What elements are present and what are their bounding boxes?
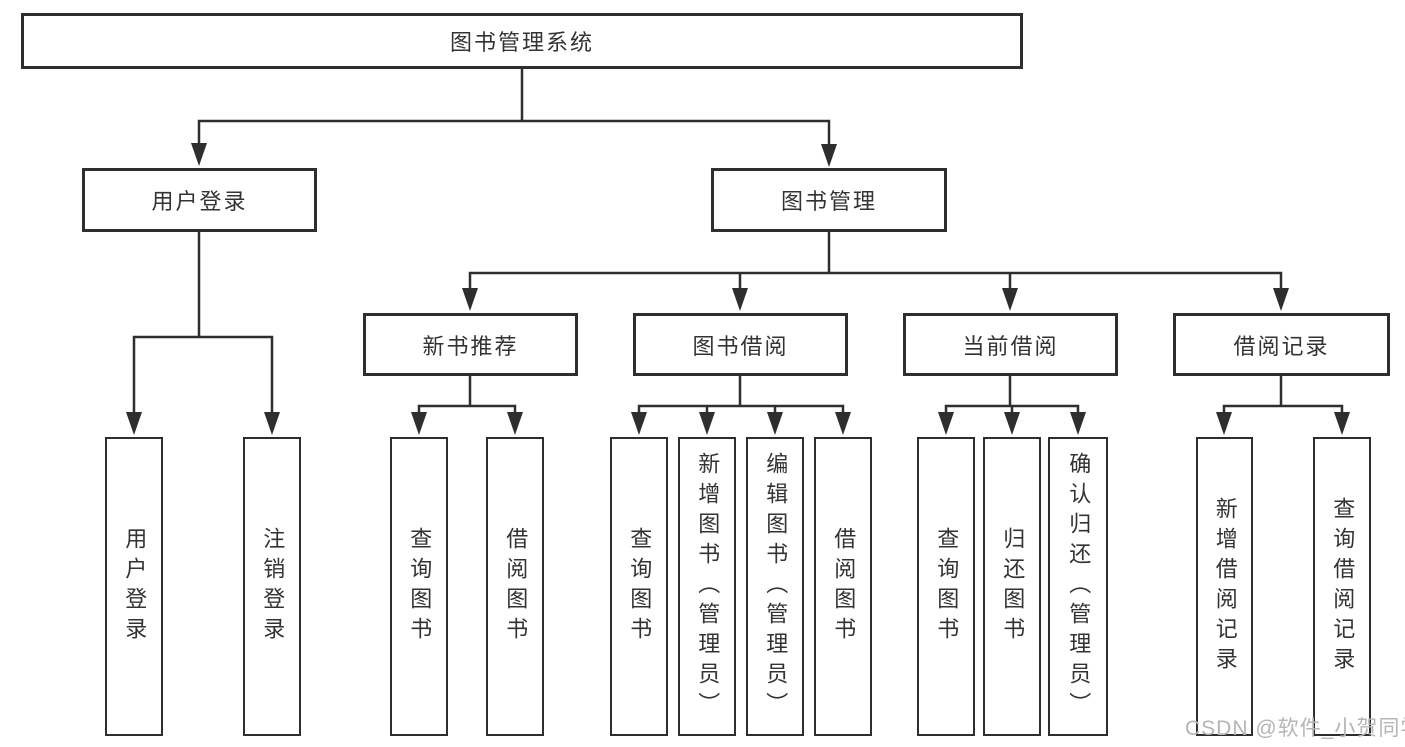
node-box-new-book-recommendation: 新书推荐 <box>363 313 578 376</box>
leaf-box-add-borrow-record: 新增借阅记录 <box>1196 437 1253 736</box>
leaf-box-query-books-recommend: 查询图书 <box>390 437 448 736</box>
node-box-user-login: 用户登录 <box>82 168 317 232</box>
node-box-book-management: 图书管理 <box>711 168 947 232</box>
leaf-box-borrow-books-borrowing: 借阅图书 <box>814 437 872 736</box>
leaf-box-user-login: 用户登录 <box>105 437 163 736</box>
leaf-box-return-book: 归还图书 <box>983 437 1041 736</box>
leaf-box-borrow-books-recommend: 借阅图书 <box>486 437 544 736</box>
leaf-box-query-borrow-record: 查询借阅记录 <box>1313 437 1371 736</box>
leaf-box-logout: 注销登录 <box>243 437 301 736</box>
leaf-box-edit-book-admin: 编辑图书（管理员） <box>746 437 804 736</box>
leaf-box-query-books-borrowing: 查询图书 <box>610 437 668 736</box>
leaf-box-query-books-current: 查询图书 <box>917 437 975 736</box>
node-box-borrowing-records: 借阅记录 <box>1173 313 1390 376</box>
node-box-library-system: 图书管理系统 <box>21 13 1023 69</box>
node-box-book-borrowing: 图书借阅 <box>633 313 848 376</box>
leaf-box-add-book-admin: 新增图书（管理员） <box>678 437 736 736</box>
watermark-text: CSDN @软件_小贺同学 <box>1185 717 1405 740</box>
node-box-current-borrowing: 当前借阅 <box>903 313 1118 376</box>
leaf-box-confirm-return-admin: 确认归还（管理员） <box>1048 437 1108 736</box>
